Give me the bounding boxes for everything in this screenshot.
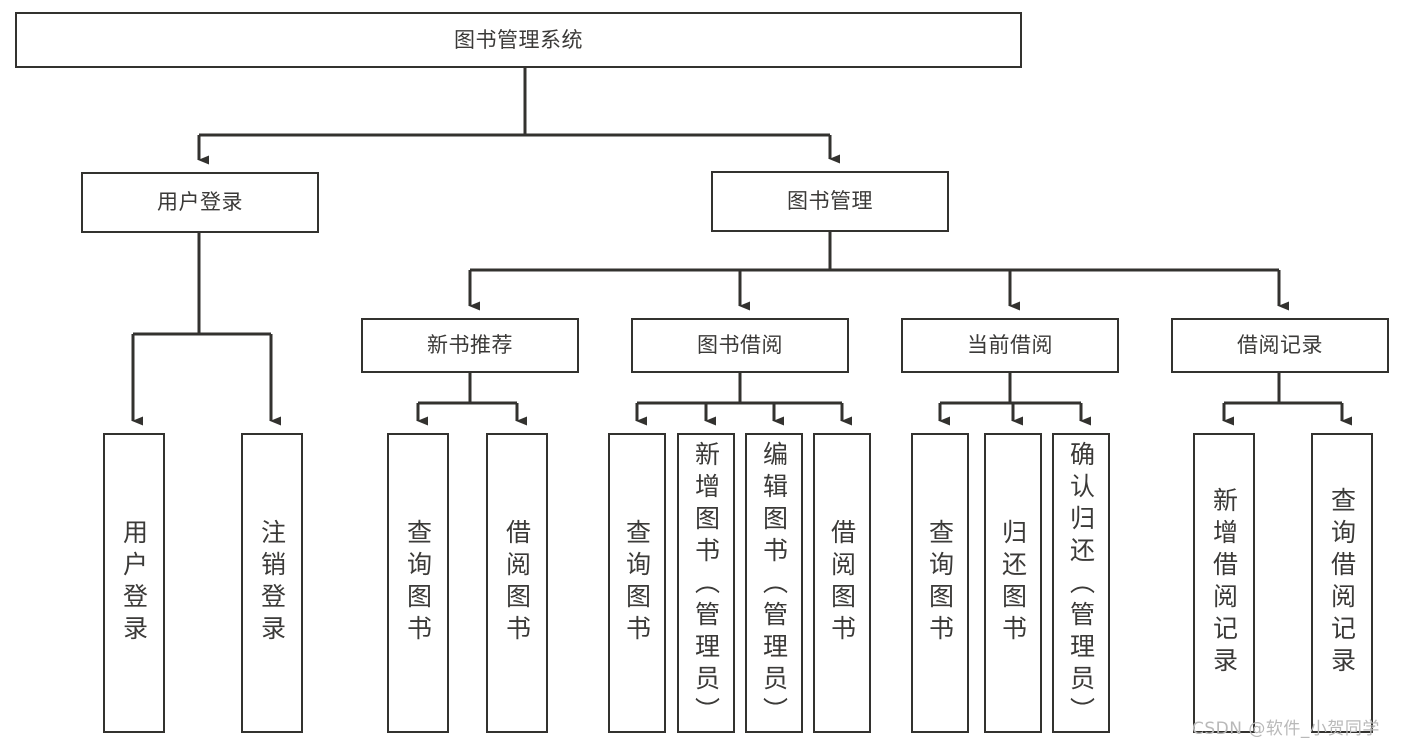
node-new-book-recommend[interactable]: 新书推荐	[361, 318, 579, 373]
node-leaf-borrow-book-nbr-label: 借阅图书	[502, 519, 532, 647]
node-user-login-label: 用户登录	[157, 190, 243, 214]
node-leaf-return-book-label: 归还图书	[998, 519, 1028, 647]
node-leaf-confirm-return-admin[interactable]: 确认归还（管理员）	[1052, 433, 1110, 733]
node-leaf-query-borrow-record-label: 查询借阅记录	[1327, 487, 1357, 679]
node-leaf-borrow-book-nbr[interactable]: 借阅图书	[486, 433, 548, 733]
node-leaf-edit-book-admin[interactable]: 编辑图书（管理员）	[745, 433, 803, 733]
node-leaf-logout-label: 注销登录	[257, 519, 287, 647]
node-borrow-record[interactable]: 借阅记录	[1171, 318, 1389, 373]
node-root[interactable]: 图书管理系统	[15, 12, 1022, 68]
node-leaf-user-login[interactable]: 用户登录	[103, 433, 165, 733]
node-leaf-query-borrow-record[interactable]: 查询借阅记录	[1311, 433, 1373, 733]
node-leaf-add-borrow-record[interactable]: 新增借阅记录	[1193, 433, 1255, 733]
node-leaf-edit-book-admin-label: 编辑图书（管理员）	[759, 441, 789, 729]
node-leaf-confirm-return-admin-label: 确认归还（管理员）	[1066, 441, 1096, 729]
node-leaf-add-borrow-record-label: 新增借阅记录	[1209, 487, 1239, 679]
csdn-watermark: CSDN @软件_小贺同学	[1192, 719, 1380, 739]
node-leaf-query-book-cb[interactable]: 查询图书	[911, 433, 969, 733]
node-leaf-query-book-cb-label: 查询图书	[925, 519, 955, 647]
node-book-manage[interactable]: 图书管理	[711, 171, 949, 232]
node-leaf-query-book-nbr[interactable]: 查询图书	[387, 433, 449, 733]
node-borrow-record-label: 借阅记录	[1237, 333, 1323, 357]
node-current-borrow-label: 当前借阅	[967, 333, 1053, 357]
node-leaf-logout[interactable]: 注销登录	[241, 433, 303, 733]
node-leaf-return-book[interactable]: 归还图书	[984, 433, 1042, 733]
node-leaf-query-book-bb[interactable]: 查询图书	[608, 433, 666, 733]
node-leaf-add-book-admin-label: 新增图书（管理员）	[691, 441, 721, 729]
node-book-manage-label: 图书管理	[787, 189, 873, 213]
node-leaf-add-book-admin[interactable]: 新增图书（管理员）	[677, 433, 735, 733]
node-leaf-borrow-book-bb-label: 借阅图书	[827, 519, 857, 647]
node-leaf-query-book-nbr-label: 查询图书	[403, 519, 433, 647]
node-book-borrow[interactable]: 图书借阅	[631, 318, 849, 373]
node-book-borrow-label: 图书借阅	[697, 333, 783, 357]
node-leaf-user-login-label: 用户登录	[119, 519, 149, 647]
node-current-borrow[interactable]: 当前借阅	[901, 318, 1119, 373]
node-user-login[interactable]: 用户登录	[81, 172, 319, 233]
node-root-label: 图书管理系统	[454, 27, 583, 52]
node-leaf-borrow-book-bb[interactable]: 借阅图书	[813, 433, 871, 733]
node-leaf-query-book-bb-label: 查询图书	[622, 519, 652, 647]
node-new-book-recommend-label: 新书推荐	[427, 333, 513, 357]
